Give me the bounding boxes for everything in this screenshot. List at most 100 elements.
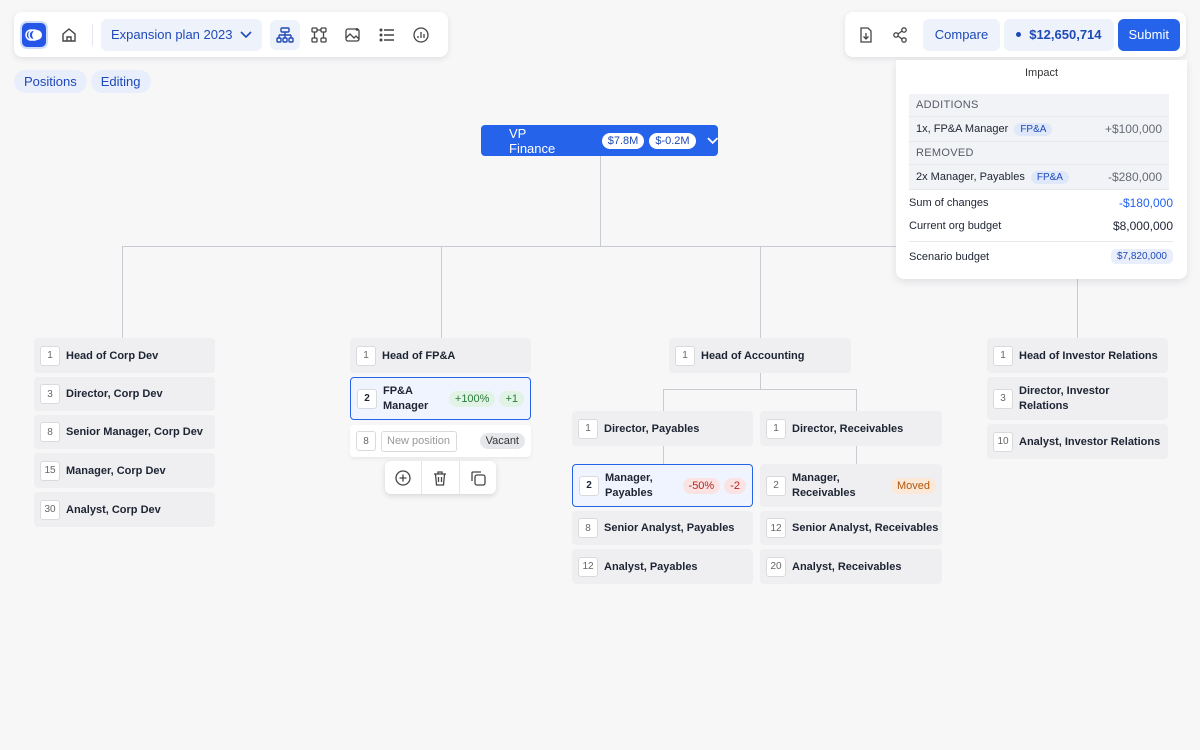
home-icon[interactable] — [54, 20, 84, 50]
sum-label: Sum of changes — [909, 197, 989, 209]
position-card[interactable]: 15 Manager, Corp Dev — [34, 453, 215, 488]
moved-badge: Moved — [890, 477, 936, 494]
new-position-input[interactable] — [381, 430, 457, 452]
position-card[interactable]: 3 Director, Corp Dev — [34, 377, 215, 411]
position-card[interactable]: 10 Analyst, Investor Relations — [987, 424, 1168, 459]
position-card[interactable]: 30 Analyst, Corp Dev — [34, 492, 215, 527]
position-title: Director, Payables — [604, 422, 700, 435]
share-icon[interactable] — [885, 20, 915, 50]
add-icon[interactable] — [385, 461, 423, 494]
connector — [441, 246, 442, 338]
department-chip: FP&A — [1030, 170, 1069, 184]
position-title: Analyst, Receivables — [792, 560, 902, 573]
sum-value: -$180,000 — [1118, 196, 1173, 210]
plan-name: Expansion plan 2023 — [111, 27, 233, 42]
hierarchy-view-icon[interactable] — [304, 20, 334, 50]
submit-button[interactable]: Submit — [1117, 18, 1180, 51]
editing-pill[interactable]: Editing — [90, 70, 151, 93]
change-tags: +100% +1 — [448, 390, 524, 407]
analytics-icon[interactable] — [406, 20, 436, 50]
position-card-selected[interactable]: 2 FP&A Manager +100% +1 — [350, 377, 531, 420]
position-title: Director, Investor Relations — [1019, 384, 1110, 412]
connector — [760, 373, 761, 390]
current-budget-row: Current org budget $8,000,000 — [909, 219, 1173, 233]
position-card[interactable]: 1 Director, Receivables — [760, 411, 942, 446]
headcount: 3 — [993, 388, 1013, 409]
scenario-value: $7,820,000 — [1110, 249, 1173, 264]
current-label: Current org budget — [909, 220, 1002, 232]
plan-dropdown[interactable]: Expansion plan 2023 — [101, 18, 263, 51]
position-card[interactable]: 1 Director, Payables — [572, 411, 753, 446]
position-card[interactable]: 3 Director, Investor Relations — [987, 377, 1168, 420]
additions-header: ADDITIONS — [909, 94, 1169, 116]
headcount: 8 — [578, 518, 598, 538]
position-card-selected[interactable]: 2 Manager, Payables -50% -2 — [572, 464, 753, 507]
impact-changes: ADDITIONS 1x, FP&A Manager FP&A +$100,00… — [909, 94, 1169, 250]
headcount: 2 — [766, 475, 786, 496]
main-toolbar: Expansion plan 2023 — [14, 12, 448, 57]
scenario-label: Scenario budget — [909, 250, 990, 263]
headcount: 1 — [40, 345, 60, 366]
headcount: 2 — [579, 475, 599, 496]
change-amount: +$100,000 — [1104, 122, 1162, 136]
chevron-down-icon[interactable] — [706, 137, 718, 145]
current-value: $8,000,000 — [1112, 219, 1173, 233]
removed-header: REMOVED — [909, 142, 1169, 164]
image-sparkle-icon[interactable] — [338, 20, 368, 50]
compare-button[interactable]: Compare — [922, 18, 1001, 51]
position-card[interactable]: 20 Analyst, Receivables — [760, 549, 942, 584]
download-icon[interactable] — [851, 20, 881, 50]
position-card[interactable]: 8 Senior Manager, Corp Dev — [34, 415, 215, 449]
root-title: VP Finance — [509, 125, 556, 156]
copy-icon[interactable] — [460, 461, 496, 494]
connector — [663, 389, 664, 411]
root-position-vp-finance[interactable]: VP Finance $7.8M $-0.2M — [481, 125, 718, 156]
chevron-down-icon — [240, 30, 253, 38]
new-position-row: 8 Vacant — [350, 425, 531, 457]
department-chip: FP&A — [1014, 122, 1053, 136]
position-title: Head of FP&A — [382, 349, 456, 362]
connector — [122, 246, 123, 338]
position-card[interactable]: 2 Manager, Receivables Moved — [760, 464, 942, 507]
position-title: Analyst, Corp Dev — [66, 503, 161, 516]
connector — [663, 446, 664, 464]
headcount: 1 — [993, 345, 1013, 366]
status-dot — [1016, 32, 1022, 37]
headcount: 30 — [40, 499, 60, 520]
app-logo[interactable] — [20, 20, 48, 49]
position-card[interactable]: 8 Senior Analyst, Payables — [572, 511, 753, 545]
headcount: 12 — [578, 556, 598, 577]
headcount: 1 — [578, 418, 598, 439]
impact-panel: Impact ADDITIONS 1x, FP&A Manager FP&A +… — [896, 60, 1187, 279]
impact-addition-row: 1x, FP&A Manager FP&A +$100,000 — [909, 116, 1169, 142]
position-title: Head of Corp Dev — [66, 349, 159, 362]
trash-icon[interactable] — [422, 461, 460, 494]
mode-pills: Positions Editing — [14, 70, 151, 93]
position-card[interactable]: 1 Head of FP&A — [350, 338, 531, 373]
position-card[interactable]: 12 Senior Analyst, Receivables — [760, 511, 942, 545]
card-action-bar — [385, 461, 496, 494]
impact-title: Impact — [1024, 67, 1058, 79]
divider — [909, 241, 1173, 242]
percent-change-badge: -50% — [682, 477, 721, 494]
position-card[interactable]: 1 Head of Investor Relations — [987, 338, 1168, 373]
headcount: 1 — [675, 345, 695, 366]
change-amount: -$280,000 — [1107, 170, 1162, 184]
position-title: Director, Corp Dev — [66, 388, 163, 400]
scenario-budget-row: Scenario budget $7,820,000 — [909, 249, 1173, 264]
position-card[interactable]: 12 Analyst, Payables — [572, 549, 753, 584]
position-title: FP&A Manager — [383, 384, 429, 412]
vacant-badge: Vacant — [479, 433, 525, 449]
position-card[interactable]: 1 Head of Corp Dev — [34, 338, 215, 373]
position-title: Director, Receivables — [792, 422, 904, 435]
org-chart-view-icon[interactable] — [270, 19, 301, 50]
position-title: Manager, Receivables — [792, 471, 856, 499]
connector — [122, 246, 896, 247]
list-view-icon[interactable] — [372, 20, 402, 50]
connector — [1077, 279, 1078, 338]
position-card[interactable]: 1 Head of Accounting — [669, 338, 851, 373]
budget-total[interactable]: $12,650,714 — [1004, 18, 1114, 51]
connector — [856, 389, 857, 411]
position-title: Analyst, Payables — [604, 560, 698, 573]
positions-pill[interactable]: Positions — [14, 70, 87, 93]
